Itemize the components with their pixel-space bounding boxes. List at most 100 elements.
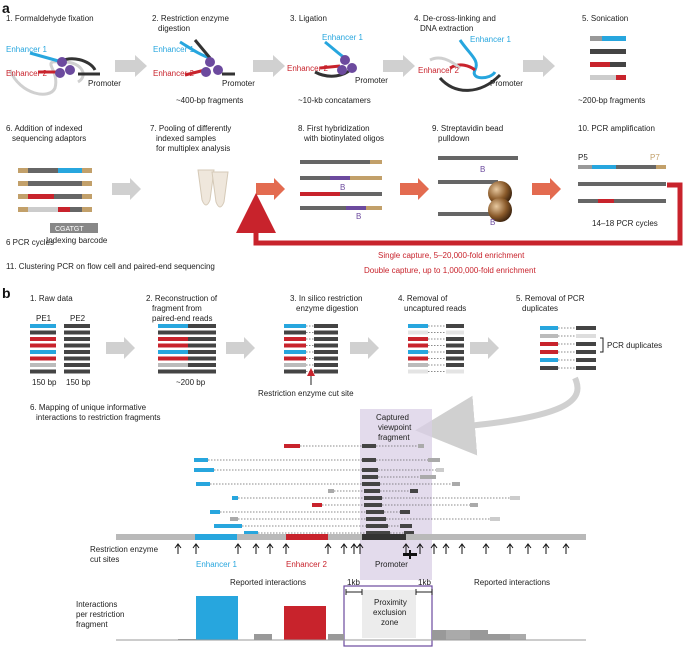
hybridization-fragments: [300, 160, 382, 210]
read-segment: [64, 337, 90, 341]
kb-left-bracket: [345, 589, 363, 595]
interaction-bar-chart: [178, 596, 526, 640]
read-segment: [540, 342, 558, 346]
read-segment: [446, 337, 464, 341]
read-segment: [188, 330, 216, 335]
cut-site-arrow: [442, 543, 450, 554]
promoter-label-a4: Promoter: [490, 79, 523, 88]
viewpoint-fragment: [364, 503, 382, 507]
read-segment: [446, 330, 464, 335]
read-segment: [30, 363, 56, 367]
arrow-7-8: [256, 178, 285, 200]
cut-site-arrow: [174, 543, 182, 554]
digestion-illustration: [179, 39, 235, 77]
step-b6-label-2: interactions to restriction fragments: [36, 413, 161, 422]
step-b5-label-1: 5. Removal of PCR: [516, 294, 585, 303]
enhancer1-region: [195, 534, 237, 540]
p7-label: P7: [650, 153, 660, 162]
genome-track: [116, 534, 586, 540]
viewpoint-fragment: [362, 458, 376, 462]
read-segment: [576, 358, 596, 362]
cut-site-arrow: [482, 543, 490, 554]
panel-a-letter: a: [2, 0, 10, 16]
promoter-label-b: Promoter: [375, 560, 408, 569]
captured-label-1: Captured: [376, 413, 409, 422]
arrow-b1-b2: [106, 337, 135, 359]
interaction-fragment: [232, 496, 238, 500]
interaction-fragment: [404, 531, 414, 535]
cut-site-arrow: [402, 543, 410, 554]
interaction-fragment: [418, 444, 424, 448]
enhancer1-label-b: Enhancer 1: [196, 560, 237, 569]
read-segment: [540, 366, 558, 370]
read-segment: [576, 334, 596, 338]
enhancer1-label-a2: Enhancer 1: [153, 45, 194, 54]
read-segment: [64, 330, 90, 335]
read-segment: [284, 330, 306, 335]
reconstructed-reads: [158, 324, 216, 374]
promoter-label-a: Promoter: [88, 79, 121, 88]
adaptor-fragments: [18, 168, 98, 233]
enhancer1-label-a: Enhancer 1: [6, 45, 47, 54]
cut-site-arrow: [252, 543, 260, 554]
read-segment: [576, 326, 596, 330]
read-segment: [446, 343, 464, 348]
read-segment: [408, 369, 428, 374]
step-b4-label-1: 4. Removal of: [398, 294, 448, 303]
interaction-fragment: [452, 482, 460, 486]
viewpoint-fragment: [362, 468, 378, 472]
exclusion-zone-box: [343, 585, 433, 647]
read-segment: [446, 350, 464, 354]
pcr-duplicates-label: PCR duplicates: [607, 341, 662, 350]
arrow-b2-b3: [226, 337, 255, 359]
viewpoint-fragment: [366, 510, 384, 514]
read-segment: [30, 356, 56, 361]
cut-site-arrow: [192, 543, 200, 554]
step-a2-label-2: digestion: [158, 24, 190, 33]
interaction-bar: [196, 596, 238, 640]
pe2-label: PE2: [70, 314, 86, 323]
interaction-fragment: [210, 510, 220, 514]
read-segment: [30, 324, 56, 328]
read-segment: [64, 324, 90, 328]
interaction-fragment: [328, 489, 334, 493]
read-segment: [540, 358, 558, 362]
read-segment: [158, 356, 188, 361]
read-segment: [314, 337, 338, 341]
cut-site-arrows: [174, 543, 570, 554]
arrow-9-10: [532, 178, 561, 200]
step-a6-label-2: sequencing adaptors: [12, 134, 86, 143]
interaction-fragment: [214, 524, 242, 528]
read-segment: [576, 350, 596, 354]
step-b2-label-1: 2. Reconstruction of: [146, 294, 218, 303]
interaction-fragment: [410, 489, 418, 493]
captured-label-2: viewpoint: [378, 423, 412, 432]
raw-reads: [30, 324, 90, 374]
interaction-map: [194, 444, 520, 535]
enhancer2-region: [286, 534, 328, 540]
viewpoint-fragment: [366, 531, 390, 535]
arrow-2-3: [253, 55, 285, 77]
read-segment: [408, 350, 428, 354]
read-segment: [188, 363, 216, 367]
kb-right-bracket: [415, 589, 433, 595]
read-segment: [188, 369, 216, 374]
pe1-label: PE1: [36, 314, 52, 323]
interaction-fragment: [400, 524, 412, 528]
step-b3-label-1: 3. In silico restriction: [290, 294, 362, 303]
exclusion-label-2: exclusion: [373, 608, 406, 617]
interaction-fragment: [194, 468, 214, 472]
cut-site-arrow: [542, 543, 550, 554]
read-segment: [158, 324, 188, 328]
read-segment: [446, 356, 464, 361]
viewpoint-fragment: [362, 482, 380, 486]
step-a3-note: ~10-kb concatamers: [298, 96, 371, 105]
read-segment: [30, 369, 56, 374]
read-segment: [314, 330, 338, 335]
step-a6-label-1: 6. Addition of indexed: [6, 124, 83, 133]
arrow-b3-b4: [350, 337, 379, 359]
viewpoint-fragment: [362, 475, 378, 479]
read-segment: [284, 356, 306, 361]
interaction-bar: [328, 634, 344, 640]
read-segment: [314, 324, 338, 328]
